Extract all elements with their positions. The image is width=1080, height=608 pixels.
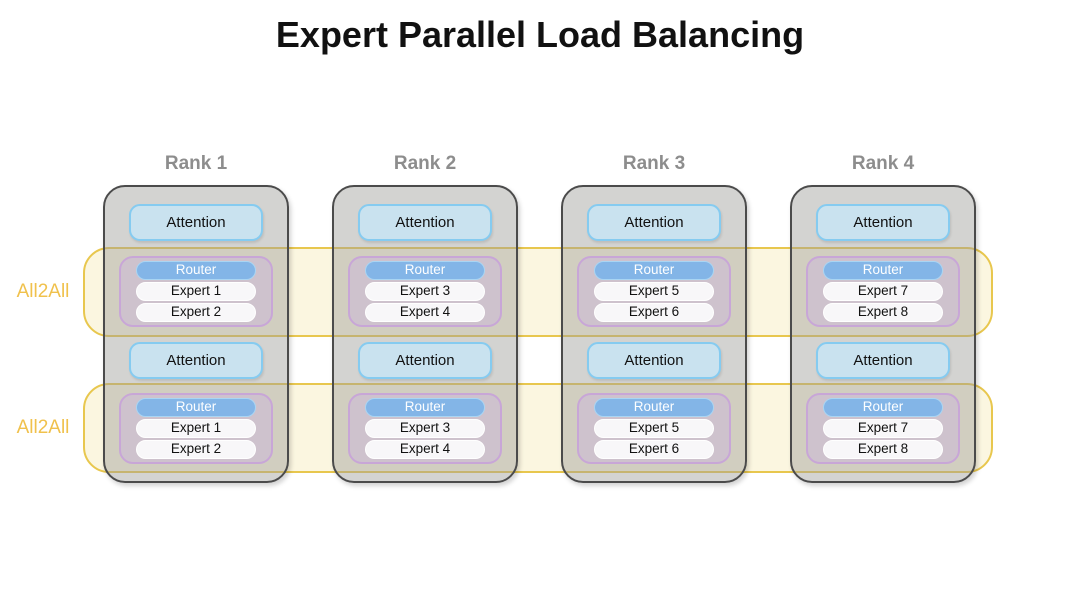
expert-block: Expert 6	[594, 440, 714, 459]
rank-box: Attention Router Expert 3 Expert 4 Atten…	[332, 185, 518, 483]
attention-block: Attention	[358, 204, 492, 241]
expert-block: Expert 7	[823, 282, 943, 301]
rank-label: Rank 1	[164, 153, 228, 174]
rank-label: Rank 4	[851, 153, 915, 174]
diagram-title: Expert Parallel Load Balancing	[275, 14, 805, 55]
router-block: Router	[136, 398, 256, 417]
moe-group: Router Expert 5 Expert 6	[577, 393, 731, 464]
all2all-label-2: All2All	[16, 417, 70, 438]
moe-group: Router Expert 5 Expert 6	[577, 256, 731, 327]
rank-label: Rank 2	[393, 153, 457, 174]
rank-box: Attention Router Expert 7 Expert 8 Atten…	[790, 185, 976, 483]
moe-group: Router Expert 3 Expert 4	[348, 393, 502, 464]
attention-block: Attention	[129, 204, 263, 241]
all2all-label-1: All2All	[16, 281, 70, 302]
expert-block: Expert 8	[823, 303, 943, 322]
expert-block: Expert 5	[594, 282, 714, 301]
expert-block: Expert 1	[136, 282, 256, 301]
attention-block: Attention	[587, 342, 721, 379]
attention-block: Attention	[358, 342, 492, 379]
moe-group: Router Expert 7 Expert 8	[806, 393, 960, 464]
expert-block: Expert 3	[365, 419, 485, 438]
expert-block: Expert 6	[594, 303, 714, 322]
attention-block: Attention	[816, 342, 950, 379]
expert-block: Expert 7	[823, 419, 943, 438]
expert-block: Expert 2	[136, 440, 256, 459]
attention-block: Attention	[816, 204, 950, 241]
expert-block: Expert 3	[365, 282, 485, 301]
rank-column-3: Rank 3 Attention Router Expert 5 Expert …	[561, 151, 747, 483]
expert-block: Expert 5	[594, 419, 714, 438]
rank-column-1: Rank 1 Attention Router Expert 1 Expert …	[103, 151, 289, 483]
router-block: Router	[823, 398, 943, 417]
router-block: Router	[365, 398, 485, 417]
expert-block: Expert 8	[823, 440, 943, 459]
rank-label: Rank 3	[622, 153, 686, 174]
attention-block: Attention	[587, 204, 721, 241]
attention-block: Attention	[129, 342, 263, 379]
router-block: Router	[365, 261, 485, 280]
router-block: Router	[136, 261, 256, 280]
rank-box: Attention Router Expert 5 Expert 6 Atten…	[561, 185, 747, 483]
rank-column-2: Rank 2 Attention Router Expert 3 Expert …	[332, 151, 518, 483]
expert-block: Expert 4	[365, 303, 485, 322]
moe-group: Router Expert 1 Expert 2	[119, 393, 273, 464]
rank-column-4: Rank 4 Attention Router Expert 7 Expert …	[790, 151, 976, 483]
expert-block: Expert 1	[136, 419, 256, 438]
moe-group: Router Expert 3 Expert 4	[348, 256, 502, 327]
rank-box: Attention Router Expert 1 Expert 2 Atten…	[103, 185, 289, 483]
router-block: Router	[594, 398, 714, 417]
moe-group: Router Expert 7 Expert 8	[806, 256, 960, 327]
router-block: Router	[594, 261, 714, 280]
expert-block: Expert 2	[136, 303, 256, 322]
expert-block: Expert 4	[365, 440, 485, 459]
moe-group: Router Expert 1 Expert 2	[119, 256, 273, 327]
router-block: Router	[823, 261, 943, 280]
